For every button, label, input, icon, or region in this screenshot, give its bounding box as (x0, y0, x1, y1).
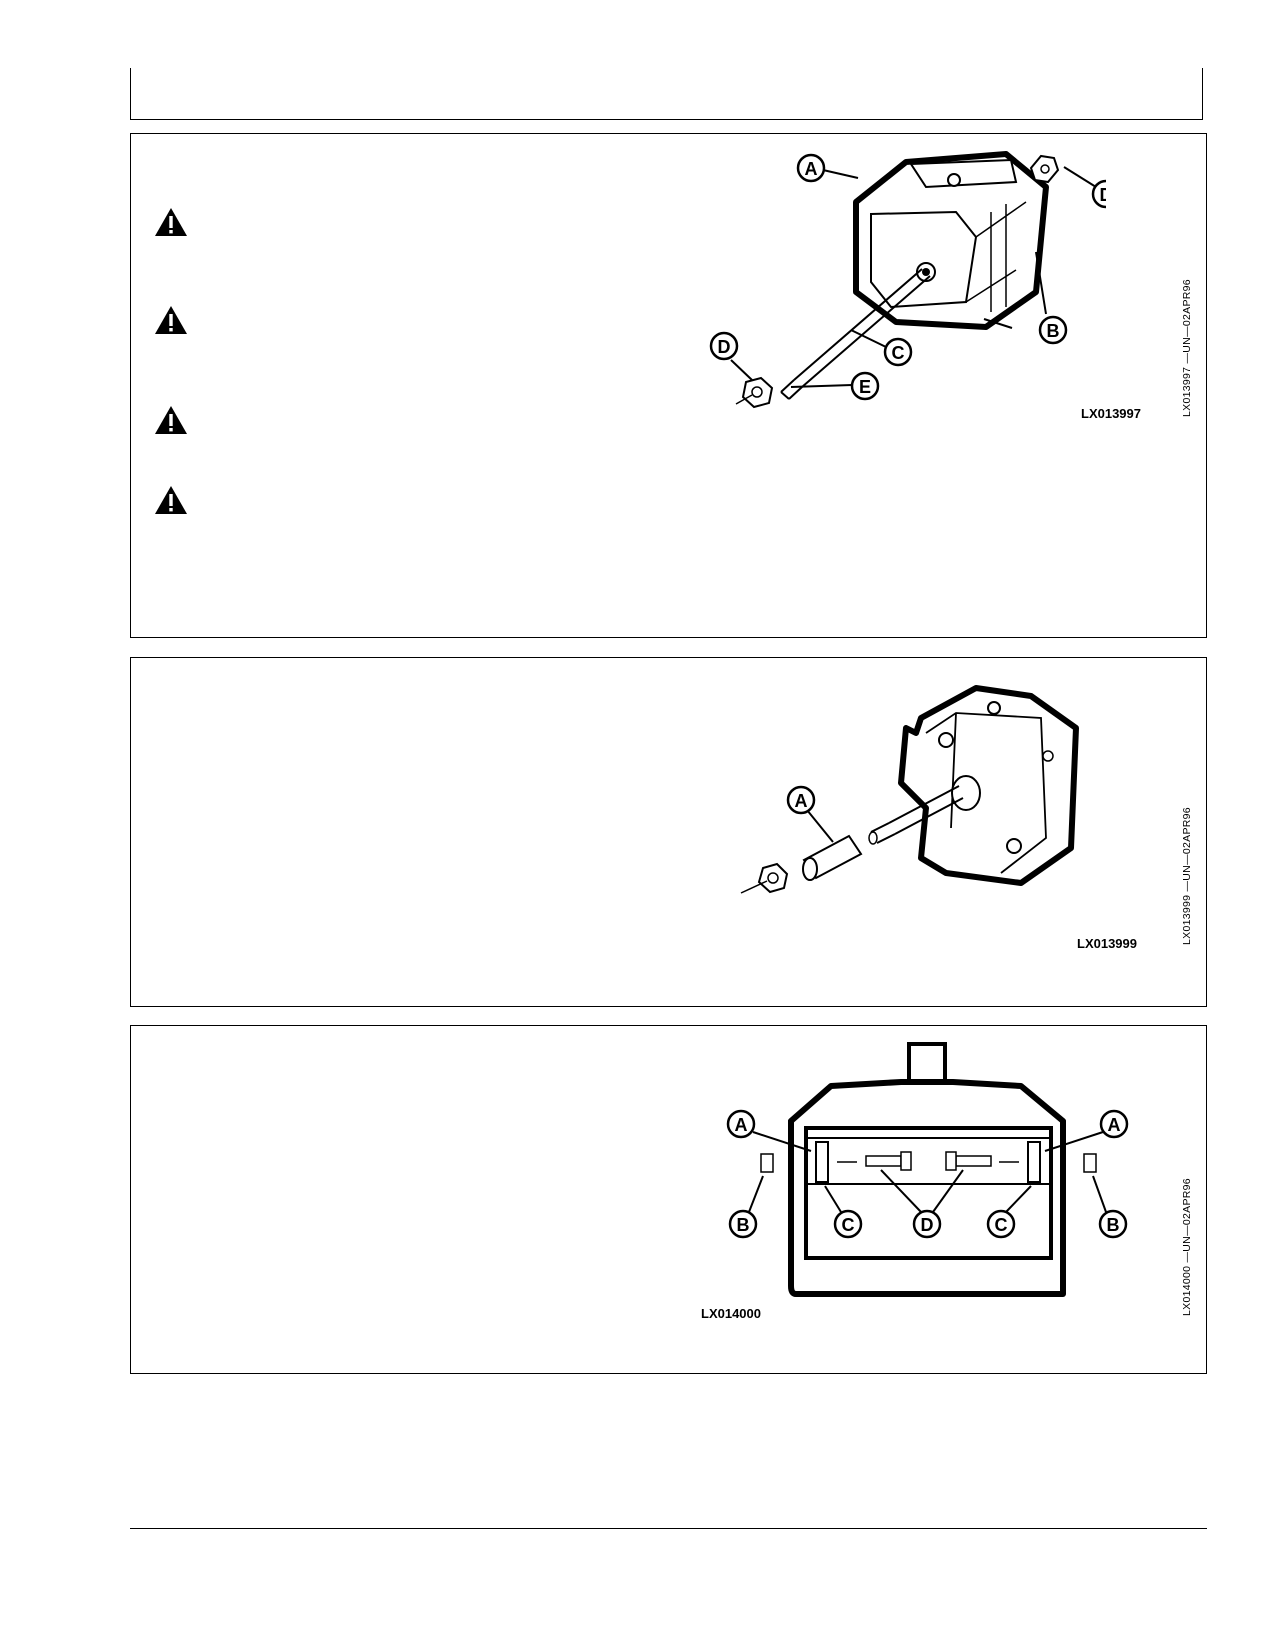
figure-id: LX014000 (701, 1306, 761, 1321)
actuator-crosssection-illustration: A A B B C C D (726, 1042, 1129, 1297)
warning-icon (155, 406, 187, 434)
callout-c: C (824, 1185, 863, 1239)
callout-a: A (1044, 1109, 1129, 1152)
callout-d: D (1063, 166, 1107, 209)
warning-icon (155, 486, 187, 514)
callout-c: C (986, 1185, 1032, 1239)
top-frame (130, 68, 1203, 120)
svg-text:D: D (1100, 185, 1107, 205)
figure-side-label: LX013997 —UN—02APR96 (1181, 279, 1193, 417)
svg-text:A: A (1108, 1115, 1121, 1135)
figure-id: LX013999 (1077, 936, 1137, 951)
svg-text:D: D (718, 337, 731, 357)
svg-text:C: C (995, 1215, 1008, 1235)
callout-d: D (880, 1169, 964, 1239)
callout-b: B (983, 251, 1068, 345)
callout-label: A (805, 159, 818, 179)
svg-text:B: B (737, 1215, 750, 1235)
panel-1: A B C D D E LX013997 LX013997 — (130, 133, 1207, 638)
panel-2: A LX013999 LX013999 —UN—02APR96 (130, 657, 1207, 1007)
svg-text:B: B (1107, 1215, 1120, 1235)
callout-a: A (786, 785, 834, 843)
figure-id: LX013997 (1081, 406, 1141, 421)
svg-text:A: A (735, 1115, 748, 1135)
warning-icon (155, 306, 187, 334)
svg-text:E: E (859, 377, 871, 397)
svg-text:A: A (795, 791, 808, 811)
callout-e: E (790, 371, 880, 401)
callout-d: D (709, 331, 753, 381)
actuator-illustration: A B C D D E (709, 151, 1107, 409)
panel-3: A A B B C C D (130, 1025, 1207, 1374)
figure-side-label: LX013999 —UN—02APR96 (1181, 807, 1193, 945)
callout-c: C (850, 329, 913, 367)
actuator-sleeve-illustration: A (740, 685, 1079, 894)
svg-text:C: C (892, 343, 905, 363)
svg-text:C: C (842, 1215, 855, 1235)
svg-text:B: B (1047, 321, 1060, 341)
callout-a: A (726, 1109, 812, 1152)
callout-b: B (728, 1175, 764, 1239)
figure-side-label: LX014000 —UN—02APR96 (1181, 1178, 1193, 1316)
warning-icon (155, 208, 187, 236)
svg-text:D: D (921, 1215, 934, 1235)
footer-rule (130, 1528, 1207, 1529)
callout-b: B (1092, 1175, 1128, 1239)
callout-a: A (796, 153, 859, 183)
